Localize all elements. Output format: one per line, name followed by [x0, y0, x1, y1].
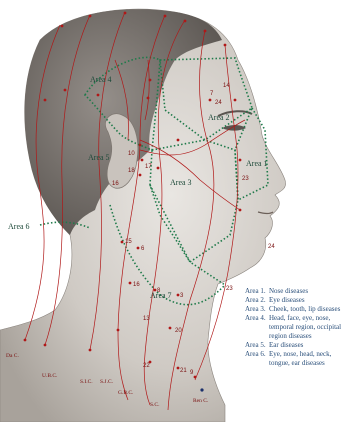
point-number: 18 — [128, 168, 135, 174]
area-2-label: Area 2 — [208, 113, 230, 122]
point-number: 24 — [215, 100, 222, 106]
meridian-label-gbc: G.B.C. — [118, 390, 134, 396]
legend-key: Area 2. — [245, 296, 269, 305]
legend-description: Ear diseases — [269, 341, 345, 350]
acupoint-dot — [209, 99, 212, 102]
acupoint-dot — [224, 44, 227, 47]
point-number: 17 — [145, 164, 152, 170]
legend-key: Area 6. — [245, 350, 269, 368]
legend-row: Area 3.Cheek, tooth, lip diseases — [245, 305, 345, 314]
acupoint-dot — [239, 209, 242, 212]
acupoint-dot — [239, 159, 242, 162]
point-number: 22 — [143, 363, 150, 369]
meridian-label-sc: S.C. — [150, 402, 160, 408]
acupoint-dot — [194, 376, 197, 379]
legend-description: Cheek, tooth, lip diseases — [269, 305, 345, 314]
acupoint-dot — [44, 99, 47, 102]
point-number: 20 — [175, 328, 182, 334]
legend-row: Area 1.Nose diseases — [245, 287, 345, 296]
acupoint-dot — [177, 139, 180, 142]
acupoint-dot — [129, 282, 132, 285]
point-number: 14 — [223, 83, 230, 89]
acupoint-dot — [124, 12, 127, 15]
acupoint-dot — [61, 25, 64, 28]
legend-description: Head, face, eye, nose, temporal region, … — [269, 314, 345, 341]
acupoint-dot — [139, 174, 142, 177]
legend-key: Area 4. — [245, 314, 269, 341]
point-number: 10 — [128, 151, 135, 157]
acupoint-dot — [137, 247, 140, 250]
meridian-label-ren-c: Ren C. — [193, 398, 209, 404]
acupoint-dot — [169, 327, 172, 330]
acupoint-dot — [89, 349, 92, 352]
legend-row: Area 5.Ear diseases — [245, 341, 345, 350]
point-number: 13 — [143, 316, 150, 322]
legend-row: Area 4.Head, face, eye, nose, temporal r… — [245, 314, 345, 341]
acupoint-dot — [141, 159, 144, 162]
acupoint-dot — [164, 15, 167, 18]
point-number: 23 — [226, 286, 233, 292]
acupoint-dot — [44, 344, 47, 347]
acupoint-dot — [157, 167, 160, 170]
legend-description: Nose diseases — [269, 287, 345, 296]
legend-row: Area 2.Eye diseases — [245, 296, 345, 305]
point-number: 23 — [242, 176, 249, 182]
meridian-label-ubc: U.B.C. — [42, 373, 58, 379]
acupoint-dot — [200, 388, 203, 391]
legend-key: Area 3. — [245, 305, 269, 314]
acupoint-dot — [97, 94, 100, 97]
acupoint-dot — [184, 20, 187, 23]
acupoint-dot — [204, 30, 207, 33]
acupoint-dot — [117, 329, 120, 332]
acupoint-dot — [234, 99, 237, 102]
acupoint-dot — [24, 339, 27, 342]
meridian-label-da-c: Da C. — [6, 353, 19, 359]
meridian-label-sic: S.I.C. — [80, 379, 93, 385]
area-1-label: Area 1 — [246, 159, 268, 168]
acupoint-dot — [89, 15, 92, 18]
acupoint-dot — [177, 294, 180, 297]
acupoint-dot — [64, 89, 67, 92]
point-number: 16 — [133, 282, 140, 288]
legend-key: Area 1. — [245, 287, 269, 296]
point-number: 15 — [125, 239, 132, 245]
acupoint-dot — [139, 144, 142, 147]
legend-description: Eye diseases — [269, 296, 345, 305]
area-6-label: Area 6 — [8, 222, 30, 231]
acupoint-dot — [149, 79, 152, 82]
area-5-label: Area 5 — [88, 153, 110, 162]
meridian-label-sjc: S.J.C. — [100, 379, 114, 385]
acupoint-dot — [177, 367, 180, 370]
legend-row: Area 6.Eye, nose, head, neck, tongue, ea… — [245, 350, 345, 368]
legend-key: Area 5. — [245, 341, 269, 350]
point-number: 24 — [268, 244, 275, 250]
point-number: 21 — [180, 368, 187, 374]
legend-description: Eye, nose, head, neck, tongue, ear disea… — [269, 350, 345, 368]
acupoint-dot — [147, 97, 150, 100]
area-3-label: Area 3 — [170, 178, 192, 187]
area-7-label: Area 7 — [150, 291, 172, 300]
point-number: 16 — [112, 181, 119, 187]
acupoint-dot — [121, 241, 124, 244]
area-4-label: Area 4 — [90, 75, 112, 84]
